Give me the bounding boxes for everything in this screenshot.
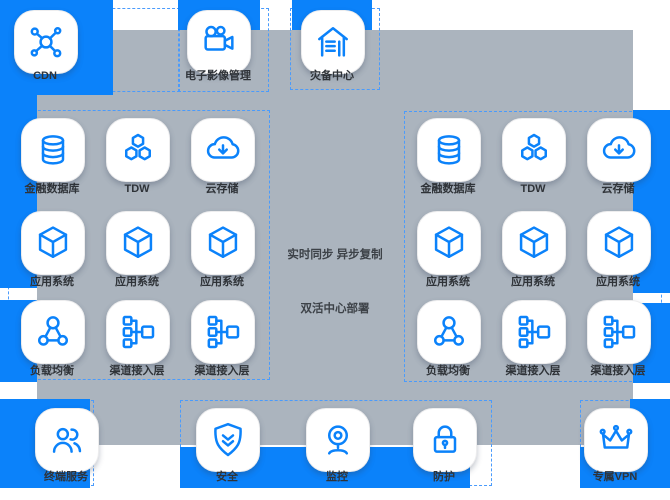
node-tdw-left xyxy=(106,118,170,182)
center-text-deployment: 双活中心部署 xyxy=(300,303,370,315)
cloud-download-icon xyxy=(602,136,636,159)
node-label: 监控 xyxy=(326,471,348,483)
center-text-sync: 实时同步 异步复制 xyxy=(287,249,383,261)
hexagon-cluster-icon xyxy=(521,133,547,161)
node-label: 金融数据库 xyxy=(420,183,476,195)
node-label: 渠道接入层 xyxy=(109,365,165,377)
webcam-icon xyxy=(328,425,348,455)
node-protection xyxy=(413,408,477,472)
node-label: 渠道接入层 xyxy=(590,365,646,377)
cube-icon xyxy=(123,226,153,258)
node-label: 云存储 xyxy=(601,183,635,195)
database-icon xyxy=(41,135,65,165)
node-label: 云存储 xyxy=(205,183,239,195)
load-balancer-icon xyxy=(38,316,68,346)
node-channel-access-right-1 xyxy=(502,300,566,364)
node-app-system-left-3 xyxy=(191,211,255,275)
cube-icon xyxy=(208,226,238,258)
node-label: 负载均衡 xyxy=(30,365,74,377)
users-icon xyxy=(52,427,82,453)
cube-icon xyxy=(604,226,634,258)
node-label: 应用系统 xyxy=(200,276,244,288)
channel-access-icon xyxy=(603,315,636,349)
node-database-left xyxy=(21,118,85,182)
node-app-system-right-1 xyxy=(417,211,481,275)
node-load-balancer-left xyxy=(21,300,85,364)
node-label: 金融数据库 xyxy=(24,183,80,195)
hexagon-cluster-icon xyxy=(125,133,151,161)
node-cloud-storage-left xyxy=(191,118,255,182)
node-label: 专属VPN xyxy=(592,471,638,483)
node-label: 终端服务 xyxy=(44,471,88,483)
node-disaster-recovery xyxy=(301,10,365,74)
crown-icon xyxy=(599,424,633,449)
node-label: TDW xyxy=(520,183,546,195)
node-terminal-service xyxy=(35,408,99,472)
node-label: CDN xyxy=(33,70,57,82)
node-label: 应用系统 xyxy=(426,276,470,288)
node-database-right xyxy=(417,118,481,182)
cloud-download-icon xyxy=(206,136,240,159)
video-camera-icon xyxy=(204,25,234,51)
node-app-system-left-2 xyxy=(106,211,170,275)
node-label: 应用系统 xyxy=(596,276,640,288)
node-cloud-storage-right xyxy=(587,118,651,182)
channel-access-icon xyxy=(518,315,551,349)
node-label: 应用系统 xyxy=(30,276,74,288)
node-label: 灾备中心 xyxy=(310,70,354,82)
channel-access-icon xyxy=(207,315,240,349)
node-label: 负载均衡 xyxy=(426,365,470,377)
node-label: 渠道接入层 xyxy=(194,365,250,377)
shield-icon xyxy=(214,422,242,457)
node-cdn xyxy=(14,10,78,74)
cube-icon xyxy=(38,226,68,258)
node-imaging xyxy=(187,10,251,74)
cdn-network-icon xyxy=(30,27,62,58)
lock-icon xyxy=(433,425,457,453)
node-label: 应用系统 xyxy=(511,276,555,288)
node-channel-access-right-2 xyxy=(587,300,651,364)
node-app-system-left-1 xyxy=(21,211,85,275)
database-icon xyxy=(437,135,461,165)
node-vpn xyxy=(584,408,648,472)
cube-icon xyxy=(519,226,549,258)
node-label: 安全 xyxy=(216,471,238,483)
node-app-system-right-2 xyxy=(502,211,566,275)
node-monitoring xyxy=(306,408,370,472)
node-label: 渠道接入层 xyxy=(505,365,561,377)
node-channel-access-left-1 xyxy=(106,300,170,364)
load-balancer-icon xyxy=(434,316,464,346)
node-tdw-right xyxy=(502,118,566,182)
node-load-balancer-right xyxy=(417,300,481,364)
node-label: 防护 xyxy=(433,471,455,483)
cube-icon xyxy=(434,226,464,258)
node-label: TDW xyxy=(124,183,150,195)
disaster-recovery-center-icon xyxy=(318,27,348,57)
node-channel-access-left-2 xyxy=(191,300,255,364)
node-label: 应用系统 xyxy=(115,276,159,288)
node-app-system-right-3 xyxy=(587,211,651,275)
node-security xyxy=(196,408,260,472)
channel-access-icon xyxy=(122,315,155,349)
node-label: 电子影像管理 xyxy=(185,70,251,82)
